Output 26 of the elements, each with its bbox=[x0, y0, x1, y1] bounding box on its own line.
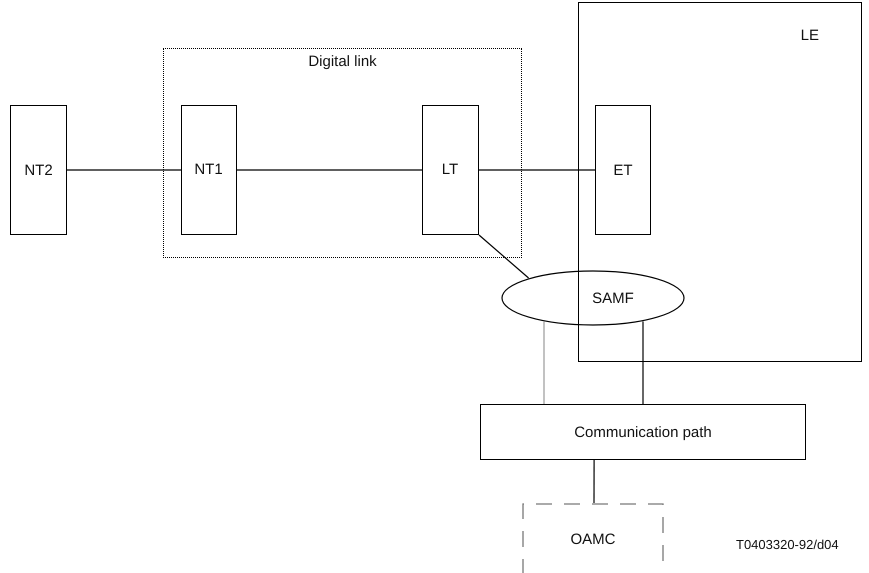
process-box bbox=[10, 105, 67, 235]
function-ellipse bbox=[501, 270, 685, 326]
connector-line bbox=[543, 322, 545, 404]
exchange-box bbox=[578, 2, 862, 362]
dashed-box bbox=[522, 503, 664, 573]
connector-line bbox=[478, 234, 529, 278]
connector-line bbox=[593, 460, 595, 503]
node-label: NT1 bbox=[194, 161, 223, 178]
node-label: NT2 bbox=[24, 162, 53, 178]
process-box bbox=[480, 404, 806, 460]
node-label: Digital link bbox=[308, 52, 377, 70]
node-label: SAMF bbox=[592, 290, 634, 306]
process-box bbox=[422, 104, 478, 234]
node-label: LT bbox=[442, 161, 458, 178]
node-label: Communication path bbox=[574, 424, 712, 440]
node-label: ET bbox=[613, 162, 633, 178]
connector-line bbox=[642, 322, 644, 404]
node-label: LE bbox=[800, 26, 820, 44]
group-boundary bbox=[163, 48, 522, 258]
connector-line bbox=[237, 169, 422, 171]
process-box bbox=[595, 105, 651, 235]
process-box bbox=[180, 104, 236, 234]
connector-line bbox=[479, 169, 595, 171]
figure-code: T0403320-92/d04 bbox=[736, 537, 839, 552]
node-label: OAMC bbox=[570, 530, 616, 548]
connector-line bbox=[67, 169, 181, 171]
